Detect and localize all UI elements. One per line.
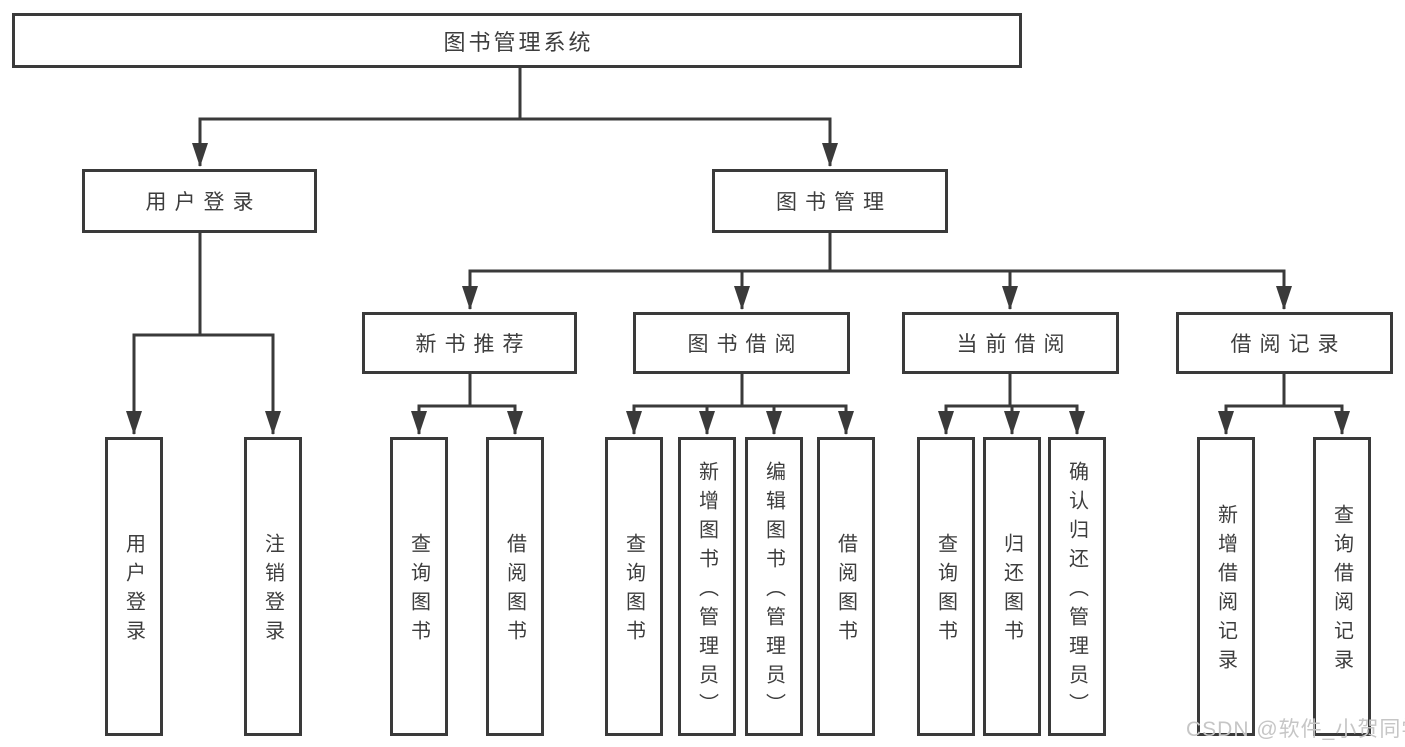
node-label: 查询图书 — [622, 533, 645, 649]
node-current-borrow: 当前借阅 — [902, 312, 1119, 374]
node-book-management: 图书管理 — [712, 169, 948, 233]
node-label: 新增图书（管理员） — [695, 460, 718, 722]
csdn-watermark: CSDN @软件_小贺同学 — [1186, 718, 1405, 741]
node-logout: 注销登录 — [244, 437, 302, 736]
connector-borrow-records-children — [1218, 374, 1350, 435]
node-label: 查询图书 — [934, 533, 957, 649]
node-query-books-borrow: 查询图书 — [605, 437, 663, 736]
node-label: 归还图书 — [1000, 533, 1023, 649]
node-edit-book-admin: 编辑图书（管理员） — [745, 437, 803, 736]
connector-current-borrow-children — [938, 374, 1085, 435]
connector-book-borrow-children — [626, 374, 854, 435]
node-query-books-current: 查询图书 — [917, 437, 975, 736]
node-borrow-records: 借阅记录 — [1176, 312, 1393, 374]
node-label: 注销登录 — [261, 533, 284, 649]
node-user-login-leaf: 用户登录 — [105, 437, 163, 736]
node-new-book-recommend: 新书推荐 — [362, 312, 577, 374]
node-root: 图书管理系统 — [12, 13, 1022, 68]
node-query-borrow-record: 查询借阅记录 — [1313, 437, 1371, 736]
node-label: 查询图书 — [407, 533, 430, 649]
node-label: 确认归还（管理员） — [1065, 460, 1088, 722]
node-label: 借阅图书 — [834, 533, 857, 649]
node-confirm-return-admin: 确认归还（管理员） — [1048, 437, 1106, 736]
node-add-book-admin: 新增图书（管理员） — [678, 437, 736, 736]
connector-root-to-level2 — [192, 68, 838, 167]
node-label: 用户登录 — [122, 533, 145, 649]
node-label: 查询借阅记录 — [1330, 504, 1353, 678]
node-add-borrow-record: 新增借阅记录 — [1197, 437, 1255, 736]
node-label: 编辑图书（管理员） — [762, 460, 785, 722]
node-book-borrow: 图书借阅 — [633, 312, 850, 374]
node-query-books-recommend: 查询图书 — [390, 437, 448, 736]
connector-new-book-children — [411, 374, 523, 435]
node-borrow-books-leaf: 借阅图书 — [817, 437, 875, 736]
connector-user-login-children — [126, 233, 281, 435]
connector-book-management-children — [462, 233, 1292, 310]
node-borrow-books-recommend: 借阅图书 — [486, 437, 544, 736]
node-label: 新增借阅记录 — [1214, 504, 1237, 678]
node-return-book: 归还图书 — [983, 437, 1041, 736]
node-label: 借阅图书 — [503, 533, 526, 649]
node-user-login: 用户登录 — [82, 169, 317, 233]
